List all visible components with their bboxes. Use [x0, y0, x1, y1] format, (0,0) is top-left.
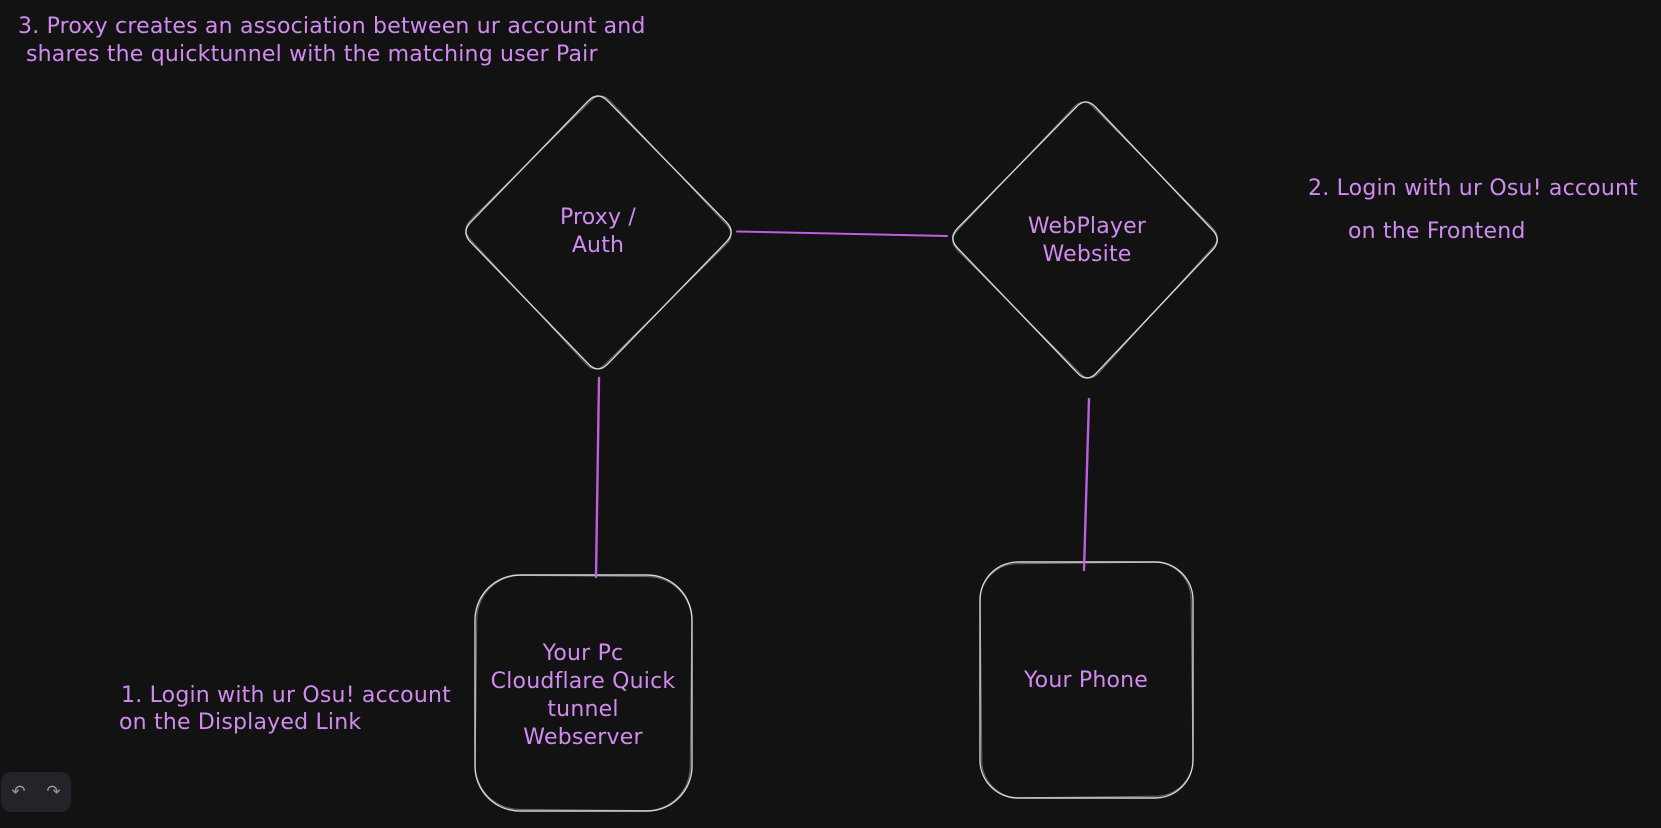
phone-label-line1: Your Phone: [1023, 668, 1149, 693]
pc-label-line1: Your Pc: [542, 641, 624, 666]
connector-proxy-webplayer[interactable]: [736, 230, 948, 237]
connector-webplayer-phone[interactable]: [1082, 397, 1091, 572]
redo-button[interactable]: ↷: [44, 782, 62, 803]
note-1-line-1[interactable]: 1. Login with ur Osu! account: [121, 683, 451, 708]
pc-label-line3: tunnel: [547, 697, 619, 722]
proxy-auth-label: Proxy / Auth: [492, 204, 704, 260]
proxy-auth-label-line2: Auth: [571, 233, 625, 258]
note-3-line-2[interactable]: shares the quicktunnel with the matching…: [26, 42, 598, 67]
note-1-line-2[interactable]: on the Displayed Link: [119, 710, 362, 735]
connector-proxy-pc[interactable]: [594, 376, 601, 579]
proxy-auth-label-line1: Proxy /: [559, 205, 637, 230]
redo-icon: ↷: [46, 781, 61, 802]
pc-label-line4: Webserver: [523, 725, 643, 750]
note-3-line-1[interactable]: 3. Proxy creates an association between …: [18, 14, 646, 39]
webplayer-label-line1: WebPlayer: [1027, 214, 1147, 239]
undo-redo-panel: ↶ ↷: [1, 772, 71, 812]
note-2-line-2[interactable]: on the Frontend: [1348, 219, 1526, 244]
note-2-line-1[interactable]: 2. Login with ur Osu! account: [1308, 176, 1638, 201]
pc-webserver-rect[interactable]: [474, 574, 693, 812]
webplayer-label-line2: Website: [1042, 242, 1132, 267]
phone-label: Your Phone: [966, 667, 1206, 695]
pc-label-line2: Cloudflare Quick: [490, 669, 676, 694]
undo-icon: ↶: [11, 781, 26, 802]
undo-button[interactable]: ↶: [9, 782, 27, 803]
proxy-auth-diamond[interactable]: [463, 93, 733, 371]
webplayer-diamond[interactable]: [950, 100, 1219, 381]
